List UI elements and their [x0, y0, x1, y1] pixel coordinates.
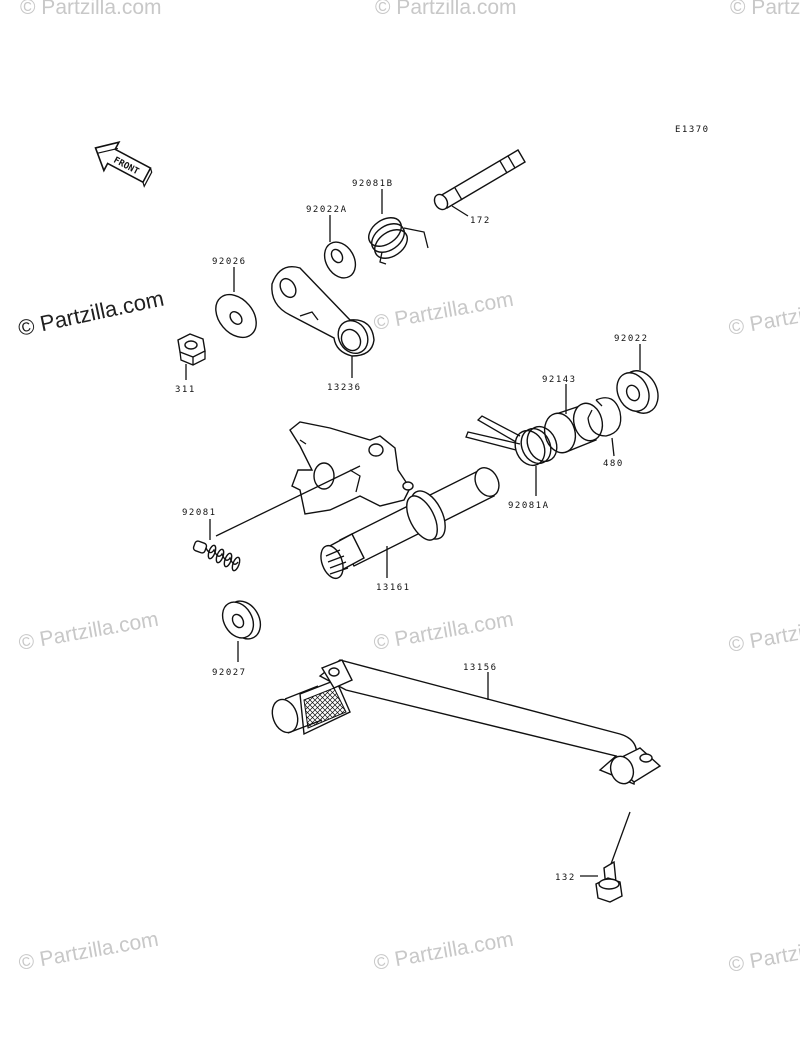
label-132: 132 [555, 873, 576, 883]
label-92081B: 92081B [352, 179, 394, 189]
label-92143: 92143 [542, 375, 577, 385]
watermark: © Partzilla.com [730, 0, 800, 19]
label-92027: 92027 [212, 668, 247, 678]
label-92081A: 92081A [508, 501, 550, 511]
diagram-ref-code: E1370 [675, 125, 710, 135]
part-92022-washer[interactable] [611, 344, 665, 419]
part-172-pin[interactable] [432, 149, 526, 217]
watermark: © Partzilla.com [375, 0, 517, 19]
part-480-circlip[interactable] [587, 397, 622, 457]
part-92026-washer[interactable] [208, 267, 265, 345]
label-311: 311 [175, 385, 196, 395]
part-132-bolt[interactable] [580, 811, 631, 903]
part-13236-lever[interactable] [271, 266, 375, 378]
watermark: © Partzilla.com [372, 608, 515, 655]
part-92027-washer[interactable] [216, 595, 267, 662]
label-92022: 92022 [614, 334, 649, 344]
label-13156: 13156 [463, 663, 498, 673]
part-92081A-spring[interactable] [465, 415, 562, 496]
part-13161-shift-shaft[interactable] [289, 421, 504, 581]
watermark: © Partzilla.com [20, 0, 162, 19]
front-arrow-icon: FRONT [94, 141, 153, 188]
watermark: © Partzilla.com [372, 288, 515, 335]
watermark: © Partzilla.com [17, 928, 160, 975]
watermark: © Partzilla.com [372, 928, 515, 975]
part-13156-shift-pedal[interactable] [268, 659, 662, 787]
part-92081-spring[interactable] [192, 465, 361, 572]
label-13161: 13161 [376, 583, 411, 593]
watermark: © Partzilla.com [727, 610, 800, 657]
part-92081B-spring[interactable] [363, 189, 429, 265]
part-311-nut[interactable] [177, 333, 206, 380]
label-92022A: 92022A [306, 205, 348, 215]
label-13236: 13236 [327, 383, 362, 393]
label-480: 480 [603, 459, 624, 469]
label-172: 172 [470, 216, 491, 226]
label-92026: 92026 [212, 257, 247, 267]
label-92081: 92081 [182, 508, 217, 518]
watermark: © Partzilla.com [727, 930, 800, 977]
watermark: © Partzilla.com [17, 608, 160, 655]
part-92022A-washer[interactable] [318, 215, 361, 283]
watermark-strong: © Partzilla.com [16, 286, 166, 341]
watermark: © Partzilla.com [727, 293, 800, 340]
